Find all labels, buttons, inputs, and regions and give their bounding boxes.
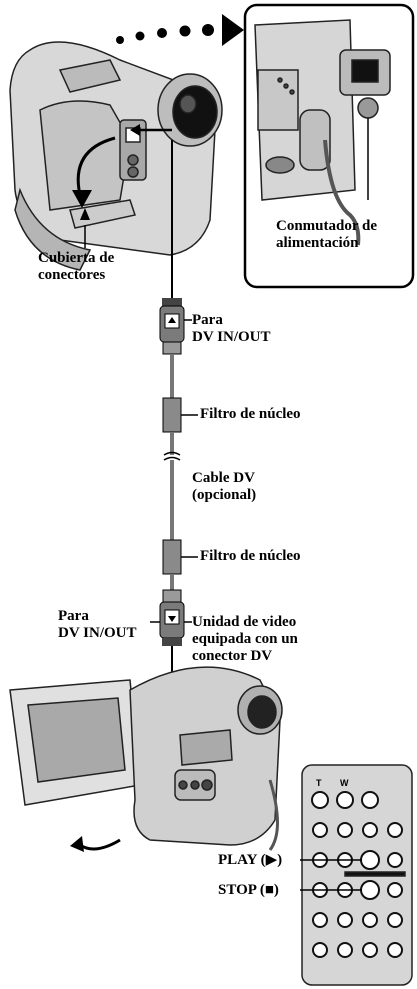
- remote-control: [301, 764, 413, 986]
- dotted-arrow: [116, 14, 244, 46]
- dv-cable: [159, 140, 185, 720]
- camcorder-bottom: [9, 666, 283, 851]
- remote-t-label: T: [316, 778, 322, 788]
- connector-cover-label: Cubierta de conectores: [38, 250, 115, 283]
- core-filter-label-2: Filtro de núcleo: [200, 548, 301, 564]
- dv-in-out-bottom-label: Para DV IN/OUT: [58, 608, 137, 641]
- dv-in-out-top-label: Para DV IN/OUT: [192, 312, 271, 345]
- stop-label: STOP (■): [218, 882, 279, 898]
- dv-cable-label: Cable DV (opcional): [192, 470, 257, 503]
- power-switch-label: Conmutador de alimentación: [276, 218, 377, 251]
- open-cover-arrow: [76, 136, 116, 196]
- core-filter-label-1: Filtro de núcleo: [200, 406, 301, 422]
- inset-camera-detail: [254, 19, 391, 201]
- camcorder-top: [9, 41, 223, 271]
- remote-w-label: W: [340, 778, 349, 788]
- play-label: PLAY (▶): [218, 852, 283, 868]
- video-unit-label: Unidad de video equipada con un conector…: [192, 614, 298, 664]
- open-lcd-arrow: [79, 838, 121, 851]
